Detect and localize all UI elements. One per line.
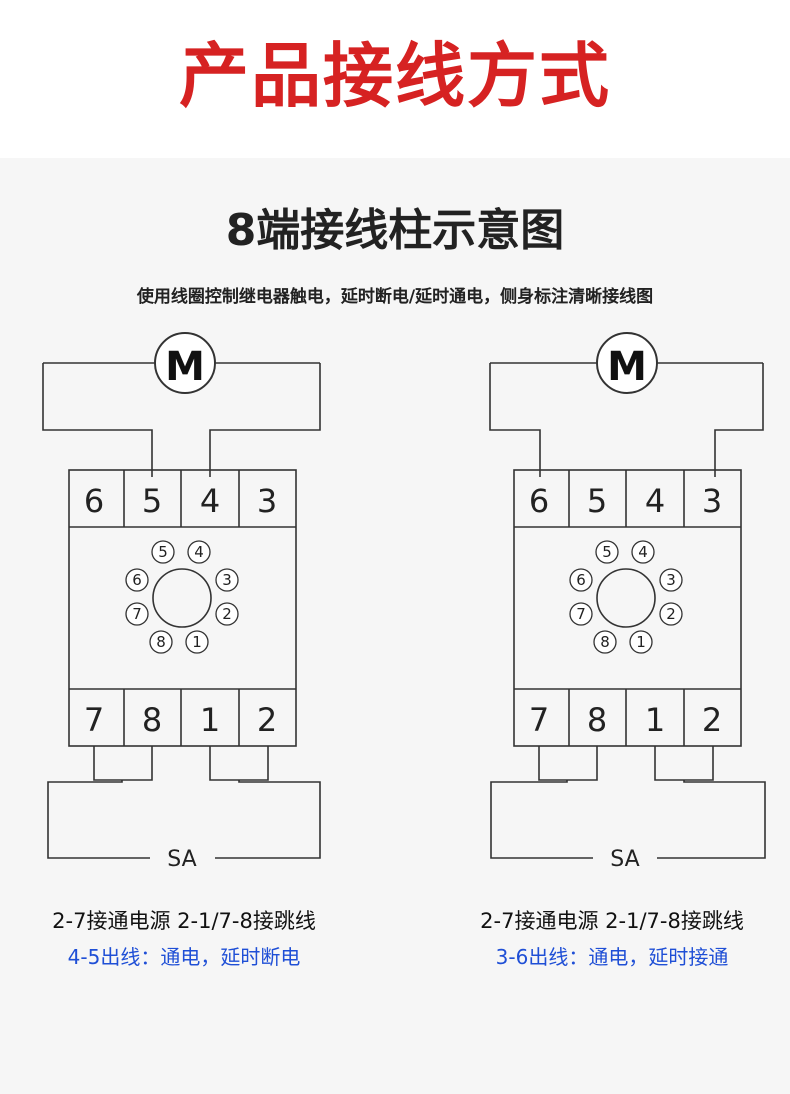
pin-circle [631,540,655,564]
pin-label: 7 [132,605,142,623]
caption-output-left: 4-5出线：通电，延时断电 [67,945,301,969]
motor-wire [42,363,153,477]
page-title: 产品接线方式 [179,35,611,117]
jumper-wire [93,746,153,781]
pin-label: 1 [192,633,202,651]
switch-wire [490,780,593,859]
pin-circle [659,568,683,592]
pin-label: 5 [158,543,168,561]
pin-circle [215,602,239,626]
terminal-label: 5 [142,482,162,520]
pin-circle [125,568,149,592]
terminal-label: 7 [529,701,549,739]
center-hole [596,568,656,628]
pin-label: 4 [194,543,204,561]
pin-circle [185,630,209,654]
wiring-diagram-left: M 6 5 4 3 7 8 1 2 1 2 3 4 5 6 7 8 [42,332,321,872]
terminal-label: 3 [257,482,277,520]
content-panel [0,158,790,1094]
caption-wiring-left: 2-7接通电源 2-1/7-8接跳线 [52,909,316,933]
pin-label: 2 [222,605,232,623]
motor-wire [209,363,321,477]
description-text: 使用线圈控制继电器触电，延时断电/延时通电，侧身标注清晰接线图 [136,287,654,307]
switch-wire [657,780,766,859]
pin-circle [593,630,617,654]
pin-circle [149,630,173,654]
pin-circle [215,568,239,592]
jumper-wire [209,746,269,781]
wiring-diagram-right: M 6 5 4 3 7 8 1 2 1 2 3 4 5 6 7 8 SA [489,332,766,872]
pin-circle [151,540,175,564]
pin-circle [569,568,593,592]
terminal-label: 7 [84,701,104,739]
terminal-label: 4 [200,482,220,520]
pin-circle [595,540,619,564]
caption-output-right: 3-6出线：通电，延时接通 [495,945,729,969]
terminal-label: 1 [645,701,665,739]
switch-wire [215,780,321,859]
pin-label: 8 [156,633,166,651]
pin-label: 6 [132,571,142,589]
diagram-subtitle: 8端接线柱示意图 [225,205,565,256]
pin-label: 3 [222,571,232,589]
pin-circle [629,630,653,654]
pin-label: 5 [602,543,612,561]
jumper-wire [538,746,598,781]
terminal-label: 2 [702,701,722,739]
terminal-label: 3 [702,482,722,520]
pin-circle [125,602,149,626]
pin-circle [659,602,683,626]
relay-body [68,469,297,747]
pin-label: 7 [576,605,586,623]
switch-label: SA [610,847,639,872]
pin-label: 6 [576,571,586,589]
caption-wiring-right: 2-7接通电源 2-1/7-8接跳线 [480,909,744,933]
pin-circle [187,540,211,564]
motor-symbol [154,332,216,394]
terminal-label: 2 [257,701,277,739]
pin-label: 2 [666,605,676,623]
motor-label: M [607,344,647,390]
center-hole [152,568,212,628]
terminal-label: 1 [200,701,220,739]
pin-label: 4 [638,543,648,561]
motor-wire [714,363,764,477]
terminal-label: 8 [142,701,162,739]
motor-wire [489,363,541,477]
switch-label: SA [167,847,196,872]
motor-label: M [165,344,205,390]
motor-symbol [596,332,658,394]
relay-body [513,469,742,747]
pin-label: 1 [636,633,646,651]
terminal-label: 6 [84,482,104,520]
terminal-label: 6 [529,482,549,520]
switch-wire [47,780,150,859]
terminal-label: 8 [587,701,607,739]
terminal-label: 5 [587,482,607,520]
terminal-label: 4 [645,482,665,520]
jumper-wire [654,746,714,781]
pin-label: 8 [600,633,610,651]
pin-circle [569,602,593,626]
pin-label: 3 [666,571,676,589]
